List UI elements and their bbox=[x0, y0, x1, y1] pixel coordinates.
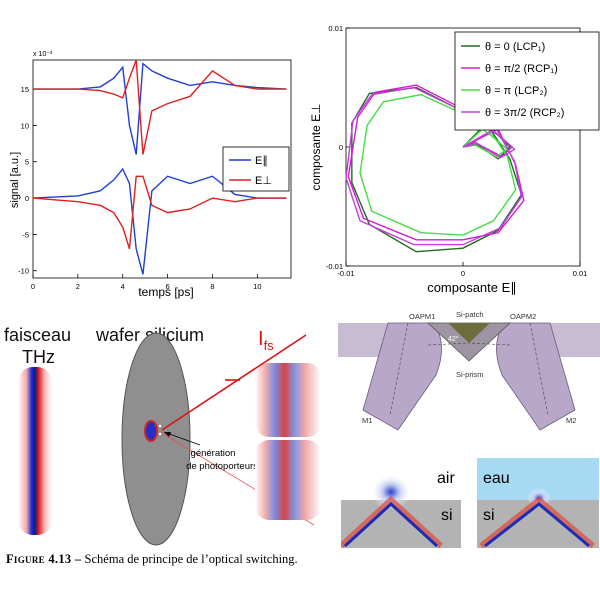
si-patch-label: Si-patch bbox=[456, 310, 484, 319]
series-line-1 bbox=[33, 59, 287, 155]
x-tick-label: 2 bbox=[76, 282, 80, 291]
laser-label: Ifs bbox=[258, 328, 274, 353]
m1-label: M1 bbox=[362, 416, 372, 425]
m2-label: M2 bbox=[566, 416, 576, 425]
si-patch bbox=[448, 323, 490, 343]
y-tick-label: 0.01 bbox=[328, 24, 343, 33]
x-tick-label: 4 bbox=[121, 282, 125, 291]
oapm2-label: OAPM2 bbox=[510, 312, 536, 321]
silicon-wafer bbox=[121, 332, 191, 546]
y-tick-label: -5 bbox=[22, 230, 29, 239]
y-tick-label: 15 bbox=[21, 85, 29, 94]
y-tick-label: 0 bbox=[339, 143, 343, 152]
series-line-0 bbox=[33, 62, 287, 155]
y-tick-label: -10 bbox=[18, 267, 29, 276]
y-axis-label: composante E⊥ bbox=[309, 103, 323, 190]
beam-label-line2: THz bbox=[22, 347, 55, 367]
si-prism-label: Si-prism bbox=[456, 370, 484, 379]
annotation-line2: de photoporteurs bbox=[186, 461, 258, 472]
y-tick-label: 0 bbox=[25, 194, 29, 203]
beam-label-line1: faisceau bbox=[4, 325, 71, 345]
exponent-label: x 10⁻³ bbox=[33, 51, 53, 58]
y-tick-label: 10 bbox=[21, 121, 29, 130]
photocarrier-spot bbox=[144, 420, 158, 442]
legend-label-2: θ = π (LCP₂) bbox=[485, 85, 547, 97]
legend-label-3: θ = 3π/2 (RCP₂) bbox=[485, 107, 564, 119]
output-thz-beam-upper bbox=[255, 363, 321, 437]
annotation-line1: génération bbox=[191, 448, 236, 459]
photocarrier-dot-2 bbox=[157, 431, 163, 437]
x-tick-label: 10 bbox=[253, 282, 261, 291]
legend: E∥ E⊥ bbox=[222, 146, 290, 192]
simulation-water: eau si bbox=[477, 458, 599, 549]
sim-left-bottom-label: si bbox=[441, 507, 453, 524]
plot-frame bbox=[32, 59, 292, 279]
legend-label-1: θ = π/2 (RCP₁) bbox=[485, 63, 558, 75]
x-axis-label: composante E∥ bbox=[427, 280, 517, 295]
oapm1-label: OAPM1 bbox=[409, 312, 435, 321]
x-axis-label: temps [ps] bbox=[138, 285, 193, 299]
optical-setup-diagram: OAPM1 OAPM2 Si-patch 42° Si-prism M1 M2 bbox=[338, 310, 600, 431]
x-tick-label: 0 bbox=[31, 282, 35, 291]
output-thz-beam-lower bbox=[255, 440, 321, 520]
time-signal-plot: x 10⁻³ signal [a.u.] temps [ps] 0 2 4 6 8 10 1… bbox=[9, 51, 292, 299]
legend: θ = 0 (LCP₁) θ = π/2 (RCP₁) θ = π (LCP₂)… bbox=[454, 31, 600, 131]
optical-switching-schematic: faisceau THz wafer silicium Ifs générati… bbox=[4, 325, 321, 546]
series-line-3 bbox=[32, 175, 287, 250]
caption-label: Figure 4.13 – bbox=[6, 552, 82, 566]
y-axis-label: signal [a.u.] bbox=[9, 152, 21, 208]
x-tick-label: 0.01 bbox=[573, 269, 588, 278]
trajectory-2 bbox=[359, 93, 517, 236]
y-tick-label: -0.01 bbox=[326, 262, 343, 271]
x-tick-label: 0 bbox=[461, 269, 465, 278]
field-simulations: air si eau si bbox=[341, 458, 599, 549]
trajectory-3 bbox=[345, 86, 523, 246]
sim-left-top-label: air bbox=[437, 470, 455, 487]
sim-right-bottom-label: si bbox=[483, 507, 495, 524]
x-tick-label: 6 bbox=[166, 282, 170, 291]
figure-caption: Figure 4.13 – Schéma de principe de l’op… bbox=[6, 552, 596, 567]
simulation-air: air si bbox=[341, 458, 461, 549]
trajectory-1 bbox=[347, 84, 525, 241]
femto-laser-ray bbox=[161, 334, 307, 431]
sim-right-top-label: eau bbox=[483, 470, 510, 487]
angle-label: 42° bbox=[448, 335, 459, 343]
legend-label-0: θ = 0 (LCP₁) bbox=[485, 41, 545, 53]
legend-label-e-par: E∥ bbox=[255, 155, 268, 167]
photocarrier-dot-1 bbox=[157, 423, 163, 429]
y-tick-label: 5 bbox=[25, 158, 29, 167]
x-tick-label: -0.01 bbox=[337, 269, 354, 278]
legend-label-e-perp: E⊥ bbox=[255, 175, 272, 187]
x-tick-label: 8 bbox=[210, 282, 214, 291]
polarization-plot: composante E⊥ composante E∥ -0.01 0 0.01 0.… bbox=[309, 24, 600, 295]
caption-text: Schéma de principe de l’optical switchin… bbox=[81, 552, 298, 566]
annotation-arrowhead bbox=[164, 432, 171, 437]
input-thz-beam bbox=[18, 367, 52, 535]
